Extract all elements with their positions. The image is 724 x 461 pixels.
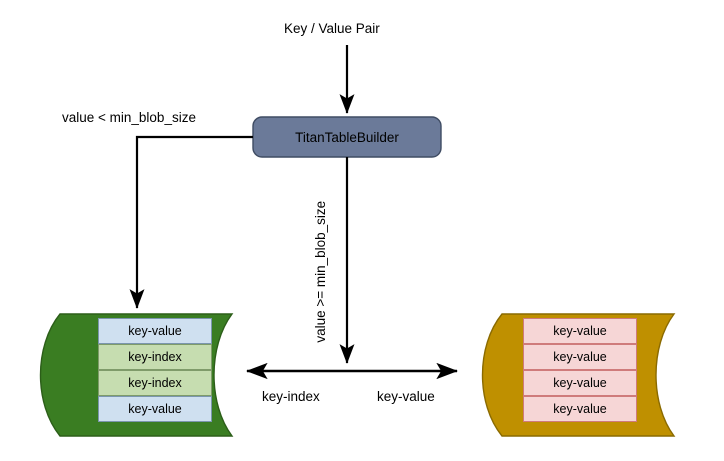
input-label: Key / Value Pair <box>284 21 380 36</box>
sst-row-1: key-index <box>98 344 212 370</box>
axis-right-label: key-value <box>377 389 435 404</box>
titan-table-builder-box[interactable] <box>252 116 442 158</box>
blob-row-2: key-value <box>523 370 637 396</box>
blob-row-3: key-value <box>523 396 637 422</box>
sst-row-0: key-value <box>98 318 212 344</box>
small-value-edge <box>129 135 253 309</box>
sst-row-2: key-index <box>98 370 212 396</box>
small-value-condition-label: value < min_blob_size <box>62 110 196 125</box>
sst-row-3: key-value <box>98 396 212 422</box>
axis-left-label: key-index <box>262 389 320 404</box>
large-value-condition-label: value >= min_blob_size <box>313 200 329 343</box>
blob-row-0: key-value <box>523 318 637 344</box>
blob-row-1: key-value <box>523 344 637 370</box>
